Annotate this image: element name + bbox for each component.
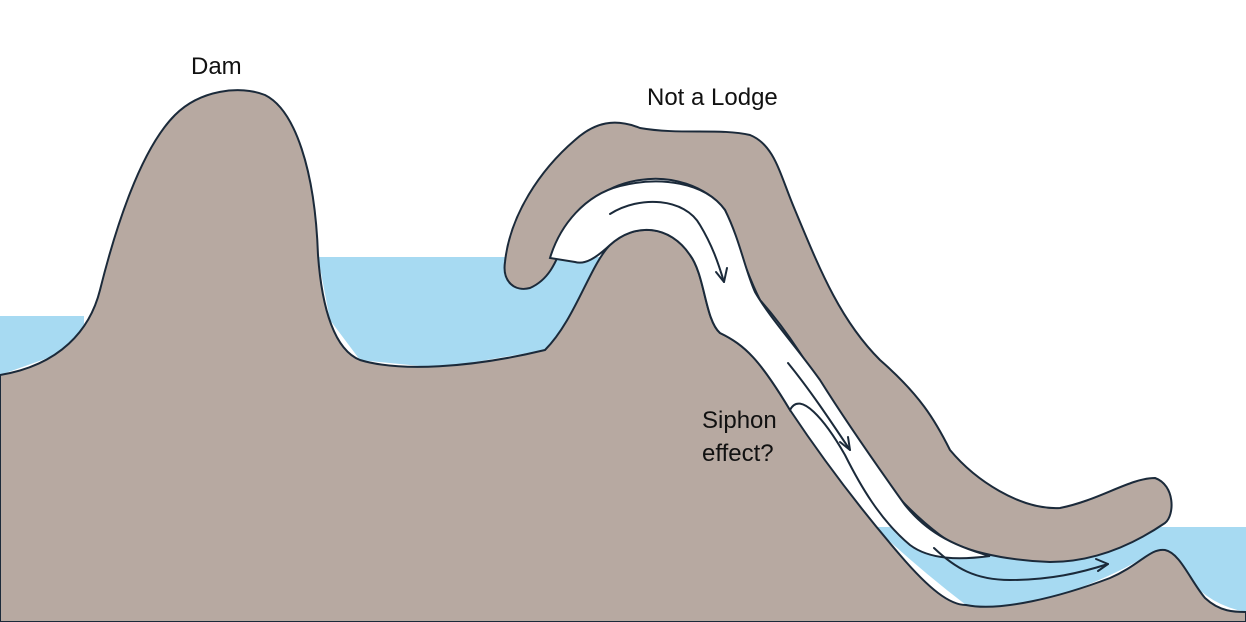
siphon-label-line1: Siphon	[702, 407, 777, 434]
siphon-label: Siphon effect?	[702, 404, 777, 470]
flow-arrow-bottom-head	[1095, 558, 1109, 572]
flow-arrow-bottom	[933, 547, 1109, 581]
water-left	[0, 316, 84, 375]
flow-arrow-middle	[787, 362, 851, 451]
dam-label: Dam	[191, 53, 242, 80]
siphon-label-line2: effect?	[702, 440, 774, 467]
lodge-structure	[503, 121, 1173, 564]
siphon-channel	[548, 180, 991, 560]
lodge-label: Not a Lodge	[647, 84, 778, 111]
flow-arrow-middle-head	[839, 436, 851, 451]
flow-arrow-top-head	[715, 267, 728, 283]
flow-arrow-top	[609, 200, 725, 283]
